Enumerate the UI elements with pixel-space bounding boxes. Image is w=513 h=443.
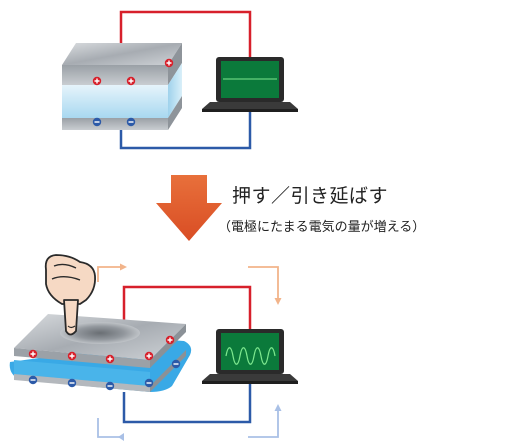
minus-charge-icon	[105, 381, 115, 391]
finger-press-icon	[44, 254, 96, 336]
minus-charge-icon	[28, 375, 38, 385]
plus-charge-icon	[165, 335, 175, 345]
circuit-top	[119, 10, 252, 150]
waveform-signal	[225, 347, 276, 365]
plus-charge-icon	[144, 351, 154, 361]
laptop-icon	[202, 57, 298, 112]
press-dent	[60, 322, 140, 344]
minus-charge-icon	[126, 117, 136, 127]
laptop-icon	[202, 329, 298, 384]
minus-charge-icon	[144, 378, 154, 388]
effect-caption: （電極にたまる電気の量が増える）	[218, 220, 426, 235]
minus-charge-icon	[171, 359, 181, 369]
plus-charge-icon	[28, 349, 38, 359]
charge-flow-arrows	[97, 263, 282, 441]
circuit-bottom	[122, 285, 252, 424]
sensor-block-icon	[62, 43, 182, 130]
pressed-sensor-icon	[9, 314, 192, 392]
charges-bottom	[28, 335, 181, 391]
positive-wire-top	[119, 10, 252, 62]
plus-charge-icon	[126, 76, 136, 86]
plus-charge-icon	[164, 58, 174, 68]
charges-top	[92, 58, 174, 127]
plus-charge-icon	[92, 76, 102, 86]
minus-charge-icon	[67, 378, 77, 388]
plus-charge-icon	[105, 354, 115, 364]
down-arrow-icon	[156, 175, 222, 241]
action-caption: 押す／引き延ばす	[232, 185, 389, 207]
plus-charge-icon	[67, 351, 77, 361]
negative-wire-bottom	[122, 384, 252, 424]
negative-wire-top	[119, 108, 252, 150]
positive-wire-bottom	[122, 285, 252, 333]
minus-charge-icon	[92, 117, 102, 127]
